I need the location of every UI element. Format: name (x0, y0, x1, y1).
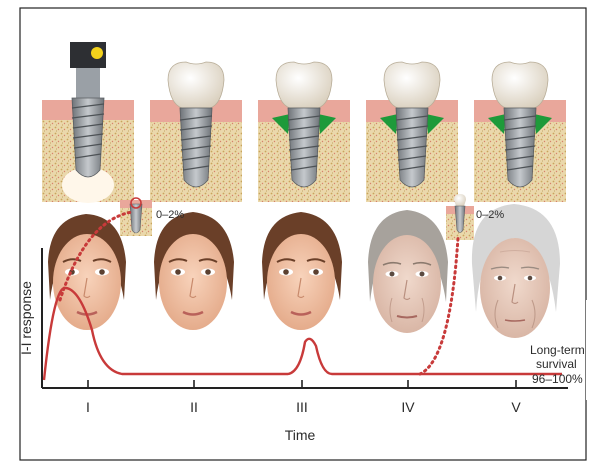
x-axis-label: Time (285, 427, 316, 443)
face-II (154, 212, 234, 330)
yellow-marker-icon (91, 47, 103, 59)
y-axis-label: I-I response (18, 281, 34, 355)
implant-panel-IV (366, 62, 458, 202)
crown (276, 62, 332, 108)
face-III (262, 212, 342, 330)
stage-label-III: III (296, 399, 308, 415)
survival-line-2: survival (536, 357, 577, 371)
crown (492, 62, 548, 108)
implant-panel-V (474, 62, 566, 202)
failed-implant-icon-early (120, 198, 152, 236)
tooth-panels (42, 42, 566, 203)
early-loss-label: 0–2% (156, 209, 184, 221)
stage-label-I: I (86, 399, 90, 415)
implant-panel-III (258, 62, 350, 202)
stage-label-II: II (190, 399, 198, 415)
survival-line-3: 96–100% (532, 372, 583, 386)
implant-panel-II (150, 62, 242, 202)
survival-line-1: Long-term (530, 343, 585, 357)
survival-note: Long-term survival 96–100% (530, 343, 585, 386)
late-loss-label: 0–2% (476, 209, 504, 221)
stage-label-IV: IV (401, 399, 415, 415)
crown (384, 62, 440, 108)
abutment-collar (76, 68, 100, 98)
crown (168, 62, 224, 108)
face (480, 238, 550, 338)
implant-panel-I (42, 42, 134, 203)
face-IV (368, 210, 448, 333)
stage-label-V: V (511, 399, 521, 415)
face-V (472, 204, 560, 338)
